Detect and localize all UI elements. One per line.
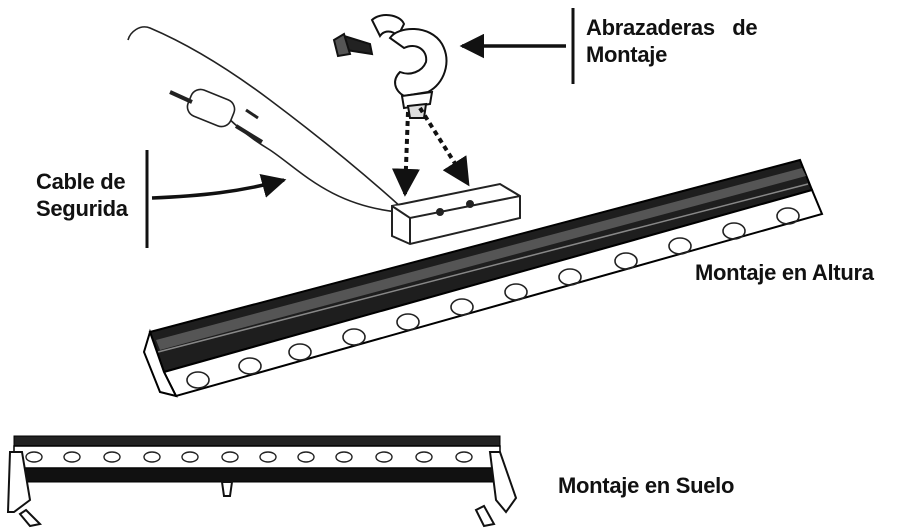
label-mounting-clamps-line2: Montaje bbox=[586, 42, 668, 67]
label-mounting-clamps-line1: Abrazaderas de bbox=[586, 15, 758, 40]
mounting-clamp-icon bbox=[332, 14, 448, 119]
led-bar-height-icon bbox=[142, 158, 824, 398]
bracket-icon bbox=[391, 182, 521, 246]
callout-clamps bbox=[459, 8, 575, 84]
callout-cable bbox=[145, 150, 287, 248]
label-safety-cable: Cable de Segurida bbox=[36, 168, 140, 222]
led-bar-floor-icon bbox=[6, 435, 518, 528]
label-height-mount: Montaje en Altura bbox=[695, 260, 874, 285]
safety-cable-icon bbox=[127, 26, 403, 213]
label-mounting-clamps: Abrazaderas de Montaje bbox=[586, 14, 758, 68]
arrow-icon bbox=[391, 106, 470, 197]
label-floor-mount: Montaje en Suelo bbox=[558, 473, 735, 498]
label-safety-cable-line1: Cable de bbox=[36, 169, 126, 194]
label-safety-cable-line2: Segurida bbox=[36, 196, 128, 221]
